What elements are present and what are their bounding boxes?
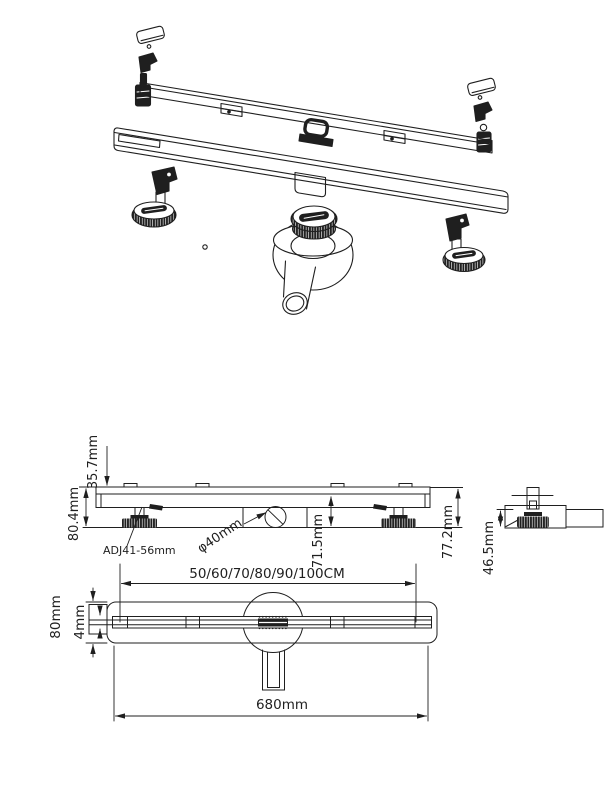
plan-dimensions [85, 563, 429, 722]
hold-clip [383, 129, 406, 145]
end-cap-right [467, 77, 496, 100]
leveling-foot-right [442, 213, 486, 273]
drain-holes [258, 615, 288, 630]
grate-rail [139, 81, 493, 154]
end-box [88, 604, 108, 635]
leveling-foot-left [131, 166, 178, 228]
side-section-view [82, 483, 463, 528]
end-section-view [496, 487, 604, 529]
dim-end-height: 46.5mm [482, 521, 497, 575]
hold-clip [220, 102, 243, 118]
dim-overall-height: 77.2mm [441, 505, 456, 559]
foot-profile-left [122, 504, 163, 528]
channel-body [113, 127, 509, 250]
lift-handle [298, 117, 334, 148]
dimension-labels: 35.7mm 80.4mm ADJ41-56mm φ40mm 71.5mm 77… [48, 435, 497, 713]
end-cap-left [136, 25, 165, 49]
dim-foot-adjust: ADJ41-56mm [103, 544, 176, 557]
dim-outlet-diameter: φ40mm [195, 516, 245, 557]
trap-profile [242, 506, 308, 528]
foot-profile-right [373, 504, 416, 528]
dim-length-options: 50/60/70/80/90/100CM [189, 566, 344, 582]
outlet-stub [294, 171, 327, 198]
outlet-pipe-plan [262, 649, 285, 691]
channel-profile [95, 486, 431, 508]
phi-leader [243, 512, 267, 525]
outlet-pipe [282, 292, 308, 315]
adj-leader [126, 506, 143, 547]
end-foot [517, 516, 549, 528]
dim-grate-height: 35.7mm [86, 435, 101, 489]
bracket-left [134, 52, 158, 107]
trap-gasket [290, 205, 338, 240]
side-view-dimensions [79, 446, 463, 547]
dim-body-length: 680mm [256, 697, 308, 713]
dim-slot-width: 4mm [72, 605, 88, 640]
plan-view [85, 563, 438, 722]
drain-trap [272, 205, 354, 315]
exploded-isometric-view [113, 25, 509, 315]
dim-body-width: 80mm [48, 595, 64, 638]
dim-inner-height: 71.5mm [311, 514, 326, 568]
end-extension [565, 509, 604, 528]
dim-left-height: 80.4mm [67, 487, 82, 541]
